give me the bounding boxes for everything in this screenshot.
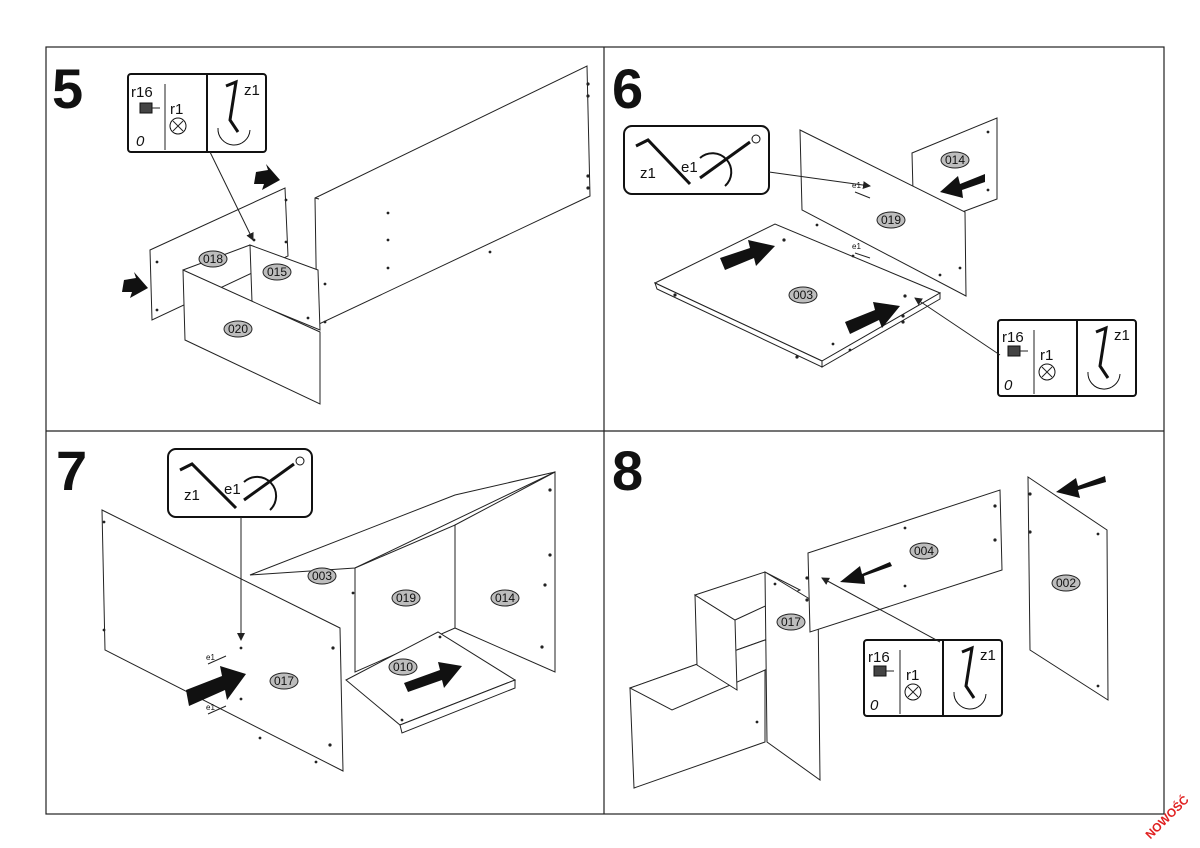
callout-label-z1: z1 bbox=[640, 165, 656, 182]
part-label-004: 004 bbox=[909, 542, 939, 560]
board-017 bbox=[101, 509, 344, 772]
svg-text:r1: r1 bbox=[906, 667, 919, 684]
step-6-panel: 6 e1 e1 014 019 bbox=[612, 57, 1137, 397]
part-label-018: 018 bbox=[198, 250, 228, 268]
svg-text:r16: r16 bbox=[1002, 329, 1024, 346]
svg-text:017: 017 bbox=[274, 674, 294, 688]
svg-text:r1: r1 bbox=[1040, 347, 1053, 364]
part-label-019: 019 bbox=[876, 211, 906, 229]
insert-arrow-icon bbox=[940, 174, 985, 198]
dowel-holes bbox=[155, 82, 590, 324]
dowel-holes bbox=[755, 492, 1100, 724]
part-label-020: 020 bbox=[223, 320, 253, 338]
svg-text:015: 015 bbox=[267, 265, 287, 279]
dowel-holes bbox=[102, 488, 552, 764]
step-number-6: 6 bbox=[612, 57, 643, 120]
step-8-panel: 8 004 002 017 bbox=[612, 439, 1109, 789]
svg-text:0: 0 bbox=[1004, 377, 1013, 394]
svg-text:014: 014 bbox=[495, 591, 515, 605]
part-label-003: 003 bbox=[307, 567, 337, 585]
step-number-5: 5 bbox=[52, 57, 83, 120]
part-label-014: 014 bbox=[490, 589, 520, 607]
step-5-panel: 5 018 015 bbox=[52, 57, 591, 405]
part-label-002: 002 bbox=[1051, 574, 1081, 592]
dowel-holes bbox=[673, 130, 990, 359]
cam-lock-callout: r16 r1 0 z1 bbox=[863, 639, 1003, 717]
insert-arrow-icon bbox=[1056, 476, 1106, 498]
svg-text:e1: e1 bbox=[852, 242, 861, 251]
dowel-callout: z1 e1 bbox=[167, 448, 313, 518]
insert-arrow-icon bbox=[840, 562, 892, 584]
insert-arrow-icon bbox=[122, 272, 148, 298]
insert-arrow-icon bbox=[404, 662, 462, 692]
insert-arrow-icon bbox=[254, 164, 280, 190]
svg-text:e1: e1 bbox=[206, 703, 215, 712]
part-label-017: 017 bbox=[776, 613, 806, 631]
insert-arrow-icon bbox=[720, 240, 775, 270]
svg-text:e1: e1 bbox=[206, 653, 215, 662]
step-number-7: 7 bbox=[56, 439, 87, 502]
part-label-019: 019 bbox=[391, 589, 421, 607]
insert-arrow-icon bbox=[845, 302, 900, 334]
cam-lock-icon bbox=[169, 117, 187, 135]
board-020 bbox=[182, 269, 321, 405]
svg-text:0: 0 bbox=[870, 697, 879, 714]
svg-text:014: 014 bbox=[945, 153, 965, 167]
svg-text:z1: z1 bbox=[184, 487, 200, 504]
screw-icon bbox=[139, 102, 160, 114]
cam-lock-callout: r16 r1 0 z1 bbox=[127, 73, 267, 153]
new-product-stamp: NOWOŚĆ bbox=[1142, 792, 1192, 842]
small-label-e1: e1 bbox=[852, 181, 861, 190]
svg-text:003: 003 bbox=[312, 569, 332, 583]
svg-text:020: 020 bbox=[228, 322, 248, 336]
svg-text:002: 002 bbox=[1056, 576, 1076, 590]
allen-key-icon bbox=[217, 79, 251, 146]
callout-label-r16: r16 bbox=[131, 84, 153, 101]
insert-arrow-icon bbox=[186, 666, 246, 706]
back-board bbox=[314, 65, 591, 326]
svg-text:019: 019 bbox=[396, 591, 416, 605]
svg-text:010: 010 bbox=[393, 660, 413, 674]
callout-label-r1: r1 bbox=[170, 101, 183, 118]
svg-text:004: 004 bbox=[914, 544, 934, 558]
callout-label-e1: e1 bbox=[681, 159, 698, 176]
part-label-010: 010 bbox=[388, 658, 418, 676]
step-number-8: 8 bbox=[612, 439, 643, 502]
svg-text:r16: r16 bbox=[868, 649, 890, 666]
cam-lock-icon bbox=[904, 683, 922, 701]
board-004 bbox=[807, 489, 1003, 633]
callout-label-z1: z1 bbox=[244, 82, 260, 99]
allen-key-icon bbox=[179, 462, 278, 511]
part-label-015: 015 bbox=[262, 263, 292, 281]
allen-key-icon bbox=[953, 645, 987, 710]
svg-text:017: 017 bbox=[781, 615, 801, 629]
step-7-panel: 7 e1 e1 003 019 bbox=[56, 439, 556, 772]
svg-text:019: 019 bbox=[881, 213, 901, 227]
svg-text:e1: e1 bbox=[224, 481, 241, 498]
svg-text:z1: z1 bbox=[980, 647, 996, 664]
svg-text:003: 003 bbox=[793, 288, 813, 302]
svg-text:0: 0 bbox=[136, 133, 145, 150]
part-label-014: 014 bbox=[940, 151, 970, 169]
part-label-003: 003 bbox=[788, 286, 818, 304]
part-label-017: 017 bbox=[269, 672, 299, 690]
dowel-callout: z1 e1 bbox=[623, 125, 770, 195]
allen-key-icon bbox=[1087, 325, 1121, 390]
svg-text:018: 018 bbox=[203, 252, 223, 266]
svg-text:z1: z1 bbox=[1114, 327, 1130, 344]
panel-grid bbox=[45, 46, 1165, 815]
cam-lock-callout: r16 r1 0 z1 bbox=[997, 319, 1137, 397]
cam-lock-icon bbox=[1038, 363, 1056, 381]
